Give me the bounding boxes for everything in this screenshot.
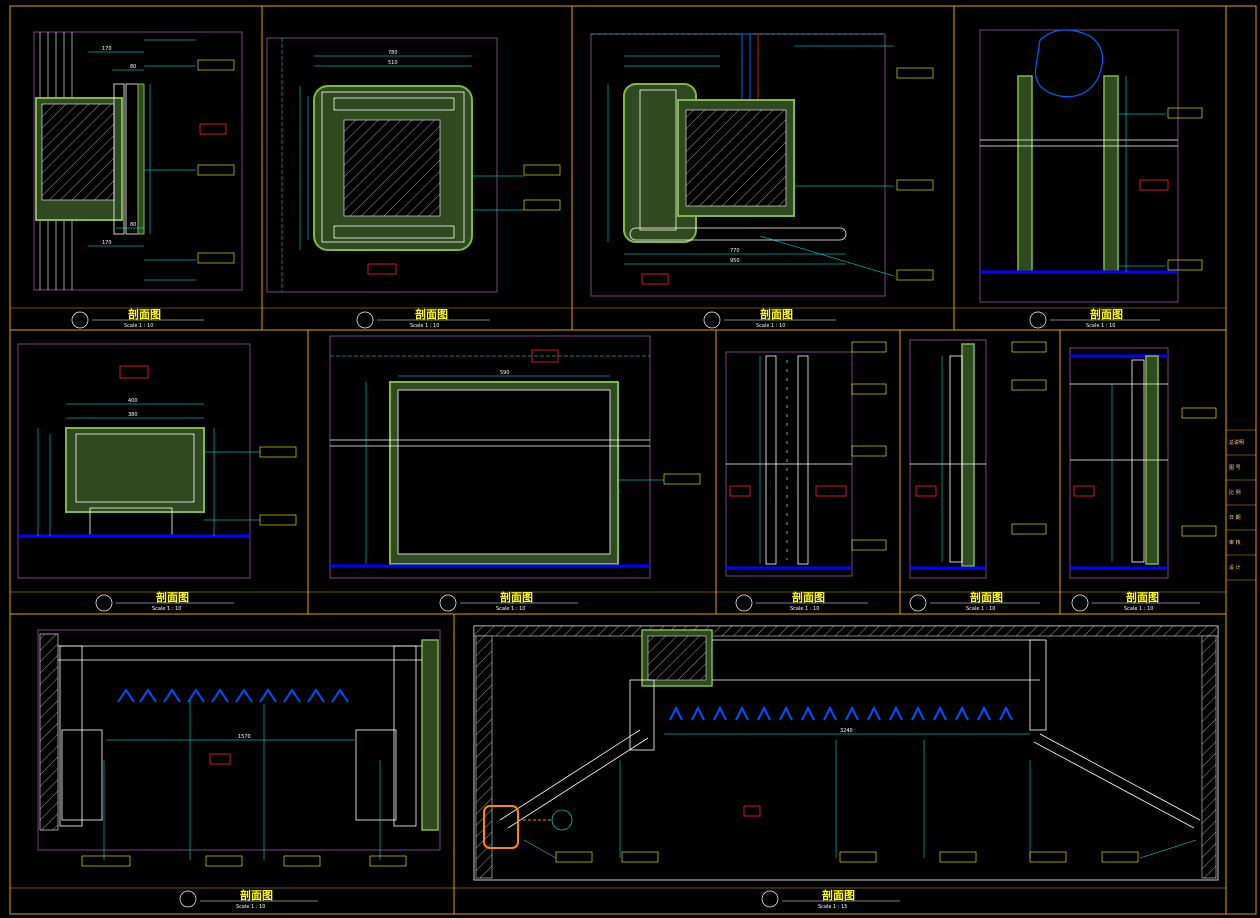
side-label: 日 期	[1229, 515, 1241, 521]
view-title-text: 剖面图	[1090, 307, 1123, 321]
view-title-4: 剖面图 Scale 1 : 10	[1029, 307, 1160, 329]
view-3: 770 950	[590, 33, 934, 297]
view-title-11: 剖面图 Scale 1 : 15	[761, 888, 900, 910]
svg-text:80: 80	[130, 64, 136, 70]
side-label: 总说明	[1229, 439, 1244, 446]
svg-text:510: 510	[388, 60, 398, 66]
view-title-text: 剖面图	[970, 590, 1003, 604]
view-1: 170 80 170 80	[33, 31, 243, 291]
view-scale: Scale 1 : 10	[756, 323, 785, 329]
sheet-frame	[9, 5, 1257, 915]
svg-text:950: 950	[730, 258, 740, 264]
svg-text:770: 770	[730, 248, 740, 254]
view-scale: Scale 1 : 10	[124, 323, 153, 329]
side-label: 审 核	[1229, 539, 1241, 546]
view-title-7: 剖面图 Scale 1 : 10	[735, 590, 868, 612]
svg-text:170: 170	[102, 240, 112, 246]
title-block-panel: 总说明 图 号 比 例 日 期 审 核 设 计	[1226, 429, 1256, 581]
view-scale: Scale 1 : 10	[496, 606, 525, 612]
view-scale: Scale 1 : 10	[790, 606, 819, 612]
view-title-1: 剖面图 Scale 1 : 10	[71, 307, 204, 329]
svg-text:80: 80	[130, 222, 136, 228]
view-4	[979, 29, 1203, 303]
view-title-10: 剖面图 Scale 1 : 10	[179, 888, 318, 910]
dim-3240: 3240	[840, 728, 853, 734]
view-title-2: 剖面图 Scale 1 : 10	[356, 307, 490, 329]
view-title-6: 剖面图 Scale 1 : 10	[439, 590, 578, 612]
dim-590: 590	[500, 370, 510, 376]
side-label: 比 例	[1229, 489, 1241, 496]
louver-row	[669, 705, 1013, 721]
view-10: 1570	[37, 629, 441, 867]
view-scale: Scale 1 : 10	[1086, 323, 1115, 329]
view-6: 590	[329, 335, 701, 579]
dim-400: 400	[128, 398, 138, 404]
view-scale: Scale 1 : 10	[236, 904, 265, 910]
view-9	[1069, 347, 1217, 579]
view-scale: Scale 1 : 10	[966, 606, 995, 612]
view-title-text: 剖面图	[500, 590, 533, 604]
view-title-text: 剖面图	[822, 888, 855, 902]
view-title-text: 剖面图	[760, 307, 793, 321]
view-8	[909, 339, 1047, 579]
view-title-9: 剖面图 Scale 1 : 10	[1071, 590, 1200, 612]
view-7	[725, 341, 887, 577]
view-title-text: 剖面图	[156, 590, 189, 604]
view-title-text: 剖面图	[240, 888, 273, 902]
side-label: 设 计	[1229, 564, 1241, 571]
view-title-text: 剖面图	[128, 307, 161, 321]
view-scale: Scale 1 : 10	[152, 606, 181, 612]
view-scale: Scale 1 : 15	[818, 904, 847, 910]
view-title-8: 剖面图 Scale 1 : 10	[909, 590, 1040, 612]
louver-row	[117, 688, 349, 703]
svg-text:170: 170	[102, 46, 112, 52]
view-11: 3240	[473, 625, 1219, 881]
side-label: 图 号	[1229, 465, 1241, 471]
view-5: 400 380	[17, 343, 297, 579]
view-title-3: 剖面图 Scale 1 : 10	[703, 307, 836, 329]
view-title-text: 剖面图	[792, 590, 825, 604]
view-title-text: 剖面图	[415, 307, 448, 321]
view-title-text: 剖面图	[1126, 590, 1159, 604]
view-title-5: 剖面图 Scale 1 : 10	[95, 590, 234, 612]
svg-text:780: 780	[388, 50, 398, 56]
view-scale: Scale 1 : 10	[410, 323, 439, 329]
view-scale: Scale 1 : 10	[1124, 606, 1153, 612]
dim-380: 380	[128, 412, 138, 418]
view-2: 780 510	[266, 37, 561, 293]
dim-1570: 1570	[238, 734, 251, 740]
